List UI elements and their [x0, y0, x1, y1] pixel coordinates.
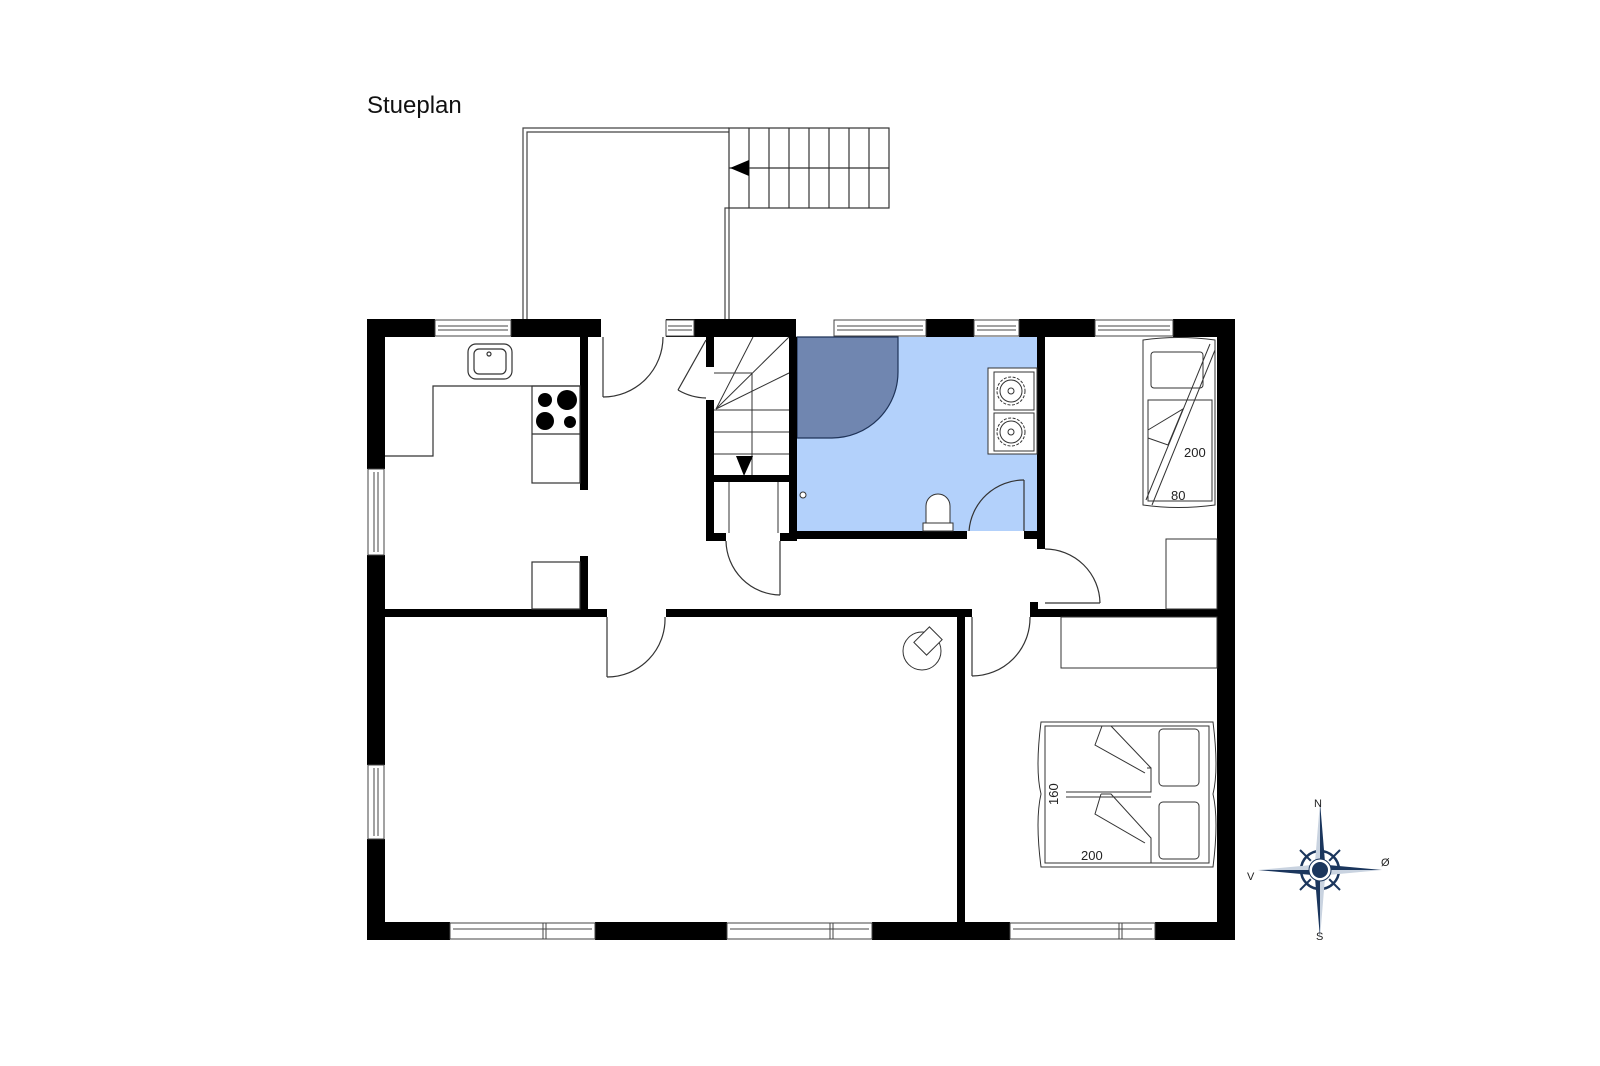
doors	[602, 336, 1101, 678]
windows	[367, 319, 1174, 940]
compass-south-label: S	[1316, 931, 1323, 943]
compass-rose-icon	[1258, 802, 1382, 938]
walls	[367, 319, 1235, 940]
single-bed-width-label: 80	[1171, 488, 1185, 503]
toilet-icon	[925, 493, 951, 532]
floor-drain-icon	[799, 491, 807, 499]
outdoor-stairs	[728, 127, 890, 209]
single-bed	[1142, 337, 1216, 508]
window	[367, 764, 385, 840]
window	[973, 319, 1020, 337]
stairs-down-arrow-icon	[736, 456, 753, 476]
door-bedroom-single	[1044, 548, 1101, 604]
window	[665, 319, 695, 337]
double-bed-width-label: 160	[1046, 783, 1061, 805]
door-bedroom-double	[971, 616, 1031, 677]
double-bed-length-label: 200	[1081, 848, 1103, 863]
door-storage	[725, 540, 781, 596]
wardrobe	[1165, 538, 1218, 610]
window	[449, 922, 596, 940]
stairs-direction-arrow-icon	[730, 160, 749, 176]
door-entrance	[602, 336, 664, 398]
bathroom-fixtures	[799, 367, 1038, 532]
terrace	[522, 127, 730, 319]
compass-east-label: Ø	[1381, 857, 1390, 869]
window	[726, 922, 873, 940]
window	[1094, 319, 1174, 337]
shower-area	[796, 336, 899, 439]
window	[833, 319, 927, 337]
plan-title: Stueplan	[367, 92, 462, 119]
window	[1009, 922, 1156, 940]
window	[434, 319, 512, 337]
door-living-room	[606, 616, 666, 678]
kitchen-fixtures	[385, 343, 581, 610]
interior-stairs	[714, 336, 790, 533]
door-bathroom	[968, 479, 1025, 532]
door-stairs	[677, 339, 707, 399]
stove-icon	[536, 390, 577, 430]
window	[367, 468, 385, 556]
compass-north-label: N	[1314, 798, 1322, 810]
stove-fireplace	[902, 626, 943, 671]
double-bed	[1037, 721, 1217, 868]
wardrobe-double-bedroom	[1060, 616, 1218, 669]
kitchen-sink	[467, 343, 513, 380]
compass-west-label: V	[1247, 871, 1255, 883]
single-bed-length-label: 200	[1184, 445, 1206, 460]
